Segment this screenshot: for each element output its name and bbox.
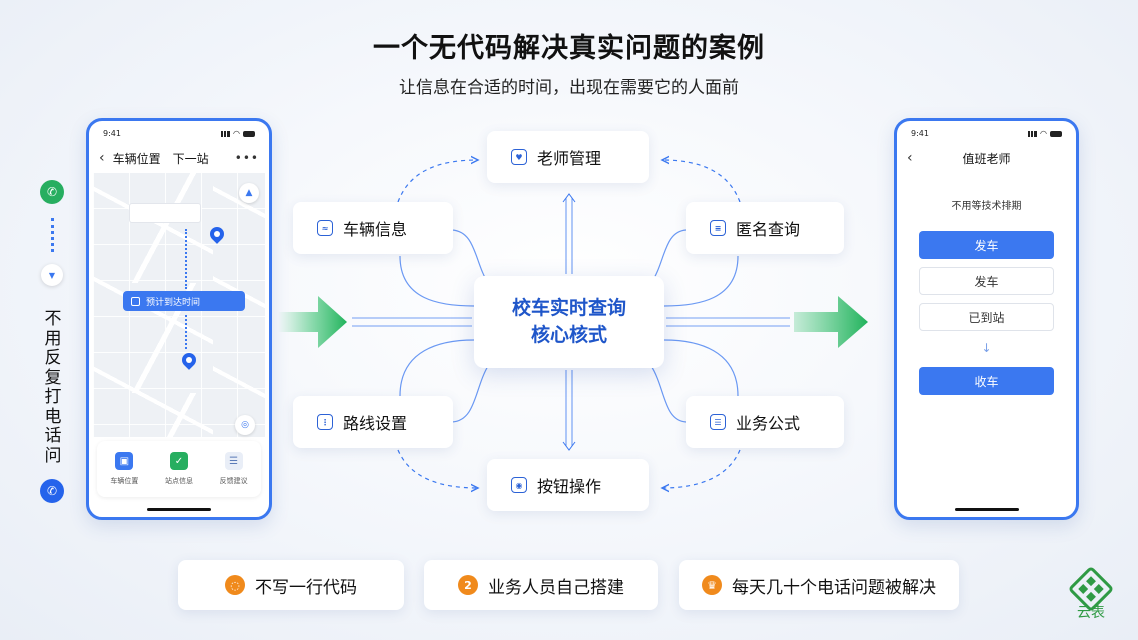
no-wait-note: 不用等技术排期 — [951, 201, 1022, 212]
node-anonymous-query: ≡ 匿名查询 — [686, 202, 844, 254]
eta-chip-label: 预计到达时间 — [146, 297, 201, 308]
map-view[interactable]: ▲ 预计到达时间 ◎ — [93, 173, 265, 437]
phone-nav-bar: ‹ 车辆位置 下一站 ••• — [89, 145, 269, 171]
node-label: 按钮操作 — [537, 477, 602, 496]
menu-label: 车辆位置 — [110, 477, 139, 485]
home-indicator — [954, 508, 1019, 511]
signal-icon — [1028, 130, 1038, 137]
menu-item-feedback[interactable]: ☰ 反馈建议 — [220, 452, 248, 486]
feature-label: 业务人员自己搭建 — [488, 577, 624, 598]
trophy-icon: ♛ — [702, 575, 722, 595]
feature-calls-solved: ♛ 每天几十个电话问题被解决 — [679, 560, 959, 610]
phone-nav-bar: ‹ 值班老师 — [897, 145, 1076, 171]
feedback-icon: ☰ — [224, 452, 243, 470]
bus-small-icon — [131, 296, 140, 306]
wifi-icon: ◠ — [233, 129, 240, 138]
bus-icon: ▣ — [115, 452, 134, 470]
home-indicator — [147, 508, 211, 511]
feature-no-code: ◌ 不写一行代码 — [178, 560, 404, 610]
menu-label: 站点信息 — [164, 477, 193, 485]
toggle-icon: ◉ — [511, 477, 527, 493]
feature-self-build: 2 业务人员自己搭建 — [424, 560, 658, 610]
phone-call-icon-green: ✆ — [40, 180, 64, 204]
battery-icon — [1050, 130, 1062, 137]
node-label: 老师管理 — [537, 149, 602, 168]
bulb-icon: ◌ — [225, 575, 245, 595]
layers-icon[interactable]: ◎ — [235, 415, 255, 435]
left-phone-mockup: 9:41 ◠ ‹ 车辆位置 下一站 ••• ▲ 预计到达时间 ◎ ▣ 车辆位置 … — [86, 118, 272, 520]
number-two-icon: 2 — [458, 575, 478, 595]
center-title-line1: 校车实时查询 — [511, 297, 626, 319]
eta-chip[interactable]: 预计到达时间 — [123, 291, 245, 311]
signal-icon — [221, 130, 231, 137]
route-icon: ⋮ — [317, 414, 333, 430]
arrived-button[interactable]: 已到站 — [919, 303, 1054, 331]
phone-call-icon-blue: ✆ — [40, 479, 64, 503]
down-marker-icon: ▼ — [41, 264, 63, 286]
finish-button[interactable]: 收车 — [919, 367, 1054, 395]
route-line-top — [185, 229, 187, 289]
page-subtitle: 让信息在合适的时间，出现在需要它的人面前 — [399, 78, 739, 98]
center-core-node: 校车实时查询 核心核式 — [474, 276, 664, 368]
status-bar: 9:41 ◠ — [911, 129, 1062, 138]
menu-item-stop-info[interactable]: ✓ 站点信息 — [165, 452, 193, 486]
node-label: 路线设置 — [343, 414, 408, 433]
status-time: 9:41 — [103, 129, 121, 138]
feature-label: 每天几十个电话问题被解决 — [732, 577, 936, 598]
right-phone-mockup: 9:41 ◠ ‹ 值班老师 不用等技术排期 发车 发车 已到站 ↓ 收车 — [894, 118, 1079, 520]
more-icon[interactable]: ••• — [234, 151, 259, 165]
flow-arrow-left — [278, 296, 347, 348]
menu-item-vehicle-position[interactable]: ▣ 车辆位置 — [110, 452, 138, 486]
status-bar: 9:41 ◠ — [103, 129, 255, 138]
nav-title: 值班老师 — [962, 151, 1011, 166]
node-label: 匿名查询 — [736, 220, 801, 239]
back-icon[interactable]: ‹ — [907, 150, 913, 166]
stop-location-pin-icon — [179, 350, 199, 370]
depart-button[interactable]: 发车 — [919, 267, 1054, 295]
car-icon: ≈ — [317, 220, 333, 236]
node-route-settings: ⋮ 路线设置 — [293, 396, 453, 448]
node-teacher-management: ♥ 老师管理 — [487, 131, 649, 183]
node-label: 业务公式 — [736, 414, 801, 433]
status-time: 9:41 — [911, 129, 929, 138]
map-search-box[interactable] — [129, 203, 201, 223]
center-title-line2: 核心核式 — [530, 324, 607, 346]
wifi-icon: ◠ — [1040, 129, 1047, 138]
page-title: 一个无代码解决真实问题的案例 — [373, 33, 765, 64]
nav-title: 车辆位置 — [112, 151, 161, 166]
node-business-formula: ☰ 业务公式 — [686, 396, 844, 448]
bus-location-pin-icon — [207, 224, 227, 244]
brand-logo-icon — [1069, 567, 1113, 611]
back-icon[interactable]: ‹ — [99, 150, 105, 166]
route-line-bottom — [185, 315, 187, 349]
node-button-operation: ◉ 按钮操作 — [487, 459, 649, 511]
bottom-menu: ▣ 车辆位置 ✓ 站点信息 ☰ 反馈建议 — [97, 441, 261, 497]
check-card-icon: ✓ — [169, 452, 188, 470]
node-vehicle-info: ≈ 车辆信息 — [293, 202, 453, 254]
document-icon: ≡ — [710, 220, 726, 236]
depart-button-primary[interactable]: 发车 — [919, 231, 1054, 259]
list-icon: ☰ — [710, 414, 726, 430]
flow-arrow-right — [794, 296, 868, 348]
node-label: 车辆信息 — [343, 220, 408, 239]
battery-icon — [243, 130, 255, 137]
flow-down-icon: ↓ — [981, 341, 992, 355]
dotted-connector — [51, 218, 54, 252]
shield-icon: ♥ — [511, 149, 527, 165]
locate-icon[interactable]: ▲ — [239, 183, 259, 203]
menu-label: 反馈建议 — [219, 477, 248, 485]
vertical-phrase: 不用反复打电话问 — [44, 309, 62, 466]
feature-label: 不写一行代码 — [255, 577, 357, 598]
brand-logo-text: 云表 — [1077, 605, 1105, 621]
nav-next-stop[interactable]: 下一站 — [172, 151, 209, 166]
